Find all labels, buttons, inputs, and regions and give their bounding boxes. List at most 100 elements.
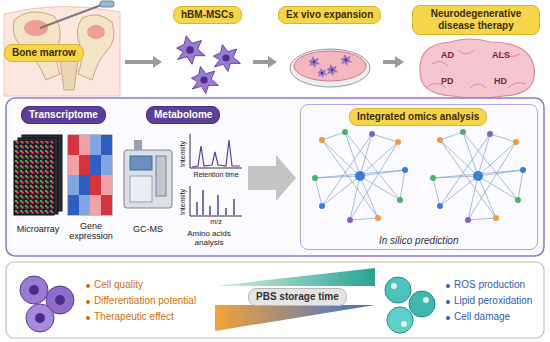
pill-text: PBS storage time (256, 291, 339, 302)
culture-dish (309, 57, 320, 68)
chromatogram (190, 134, 242, 168)
mass-spectrum (225, 208, 227, 215)
damaged-cells (385, 277, 411, 303)
brain-illustration (420, 39, 535, 98)
step-label: Bone marrow (4, 44, 84, 62)
heatmap-image (68, 175, 79, 195)
omics-box: Integrated omics analysisIn silico predi… (300, 104, 538, 250)
figure-label: GC-MS (120, 224, 176, 234)
storage-panel (6, 262, 544, 338)
microarray-image (14, 135, 62, 215)
mass-spectrum (196, 202, 198, 215)
omics-panel (6, 98, 544, 256)
bullet-dots (86, 284, 90, 288)
step-label: Ex vivo expansion (278, 6, 381, 24)
heatmap-image (68, 195, 79, 215)
pill-text: Transcriptome (29, 109, 98, 120)
figure-label: Intensity (179, 189, 187, 215)
pelvis-illustration (87, 25, 105, 39)
step-region: Ex vivo expansion (280, 2, 380, 98)
mass-spectrum (190, 186, 242, 216)
increase-wedge (215, 268, 375, 286)
gcms-instrument (130, 176, 152, 202)
heatmap-image (90, 135, 101, 155)
gcms-instrument (130, 156, 152, 170)
gcms-instrument (156, 156, 166, 196)
network-graph (312, 129, 408, 223)
healthy-cells (20, 276, 74, 332)
healthy-cells (35, 313, 45, 323)
msc-cells (191, 67, 218, 94)
culture-dish (290, 49, 370, 87)
arrow-head (268, 56, 277, 68)
arrow-shaft (125, 60, 154, 64)
heatmap-image (90, 195, 101, 215)
healthy-cells (55, 295, 65, 305)
microarray-image (14, 141, 54, 215)
figure-label: Cell damage (454, 311, 510, 323)
step-region: Bone marrow (2, 2, 122, 98)
gcms-instrument (134, 140, 142, 150)
gcms-instrument (124, 150, 172, 208)
heatmap-image (90, 175, 101, 195)
mass-spectrum (233, 199, 235, 215)
msc-cells (177, 36, 206, 65)
network-graph (430, 129, 526, 223)
mass-spectrum (202, 190, 204, 215)
figure-label: HD (494, 76, 507, 86)
step-label: Neurodegenerative disease therapy (412, 5, 540, 35)
label-pill: Transcriptome (21, 106, 106, 124)
bullet-dots (446, 300, 450, 304)
box-heading: Integrated omics analysis (349, 108, 487, 126)
heatmap-image (68, 155, 79, 175)
culture-dish (341, 55, 352, 66)
bullet-dots (86, 300, 90, 304)
heatmap-image (68, 135, 79, 155)
figure-label: Gene expression (64, 221, 118, 242)
flow-arrow (125, 56, 162, 68)
mass-spectrum (190, 186, 242, 216)
heatmap-image (68, 135, 112, 215)
damaged-cells (401, 321, 407, 327)
culture-dish (290, 49, 370, 87)
heatmap-image (90, 155, 101, 175)
arrow-shaft (383, 60, 396, 64)
heatmap-image (101, 175, 112, 195)
bullet-dots (446, 284, 450, 288)
pelvis-illustration (100, 1, 114, 7)
msc-cells (213, 45, 240, 72)
figure-label: Microarray (8, 224, 68, 234)
chromatogram (192, 140, 240, 167)
healthy-cells (29, 285, 39, 295)
flow-arrow (253, 56, 277, 68)
damaged-cells (391, 283, 397, 289)
step-region: hBM-MSCs (165, 2, 250, 98)
heatmap-image (79, 195, 90, 215)
figure-label: Retention time (188, 171, 244, 179)
chromatogram (190, 134, 242, 168)
arrow-shaft (253, 60, 269, 64)
label-pill: PBS storage time (248, 288, 347, 306)
flow-arrow (383, 56, 404, 68)
microarray-image (14, 141, 54, 215)
heatmap-image (68, 135, 112, 215)
block-arrow (248, 155, 296, 201)
pelvis-illustration (24, 20, 48, 36)
heatmap-image (101, 155, 112, 175)
step-label: hBM-MSCs (173, 6, 242, 24)
microarray-image (14, 141, 54, 215)
bullet-dots (86, 316, 90, 320)
figure-label: m/z (188, 218, 244, 226)
brain-illustration (428, 50, 526, 88)
step-region: Neurodegenerative disease therapy (407, 2, 544, 98)
arrow-head (153, 56, 162, 68)
figure-label: AD (441, 50, 454, 60)
figure-label: Lipid peroxidation (454, 295, 532, 307)
bullet-dots (446, 316, 450, 320)
healthy-cells (20, 276, 48, 304)
figure-label: ROS production (454, 279, 525, 291)
arrow-head (395, 56, 404, 68)
healthy-cells (26, 304, 54, 332)
pelvis-illustration (60, 60, 78, 90)
mass-spectrum (217, 195, 219, 215)
